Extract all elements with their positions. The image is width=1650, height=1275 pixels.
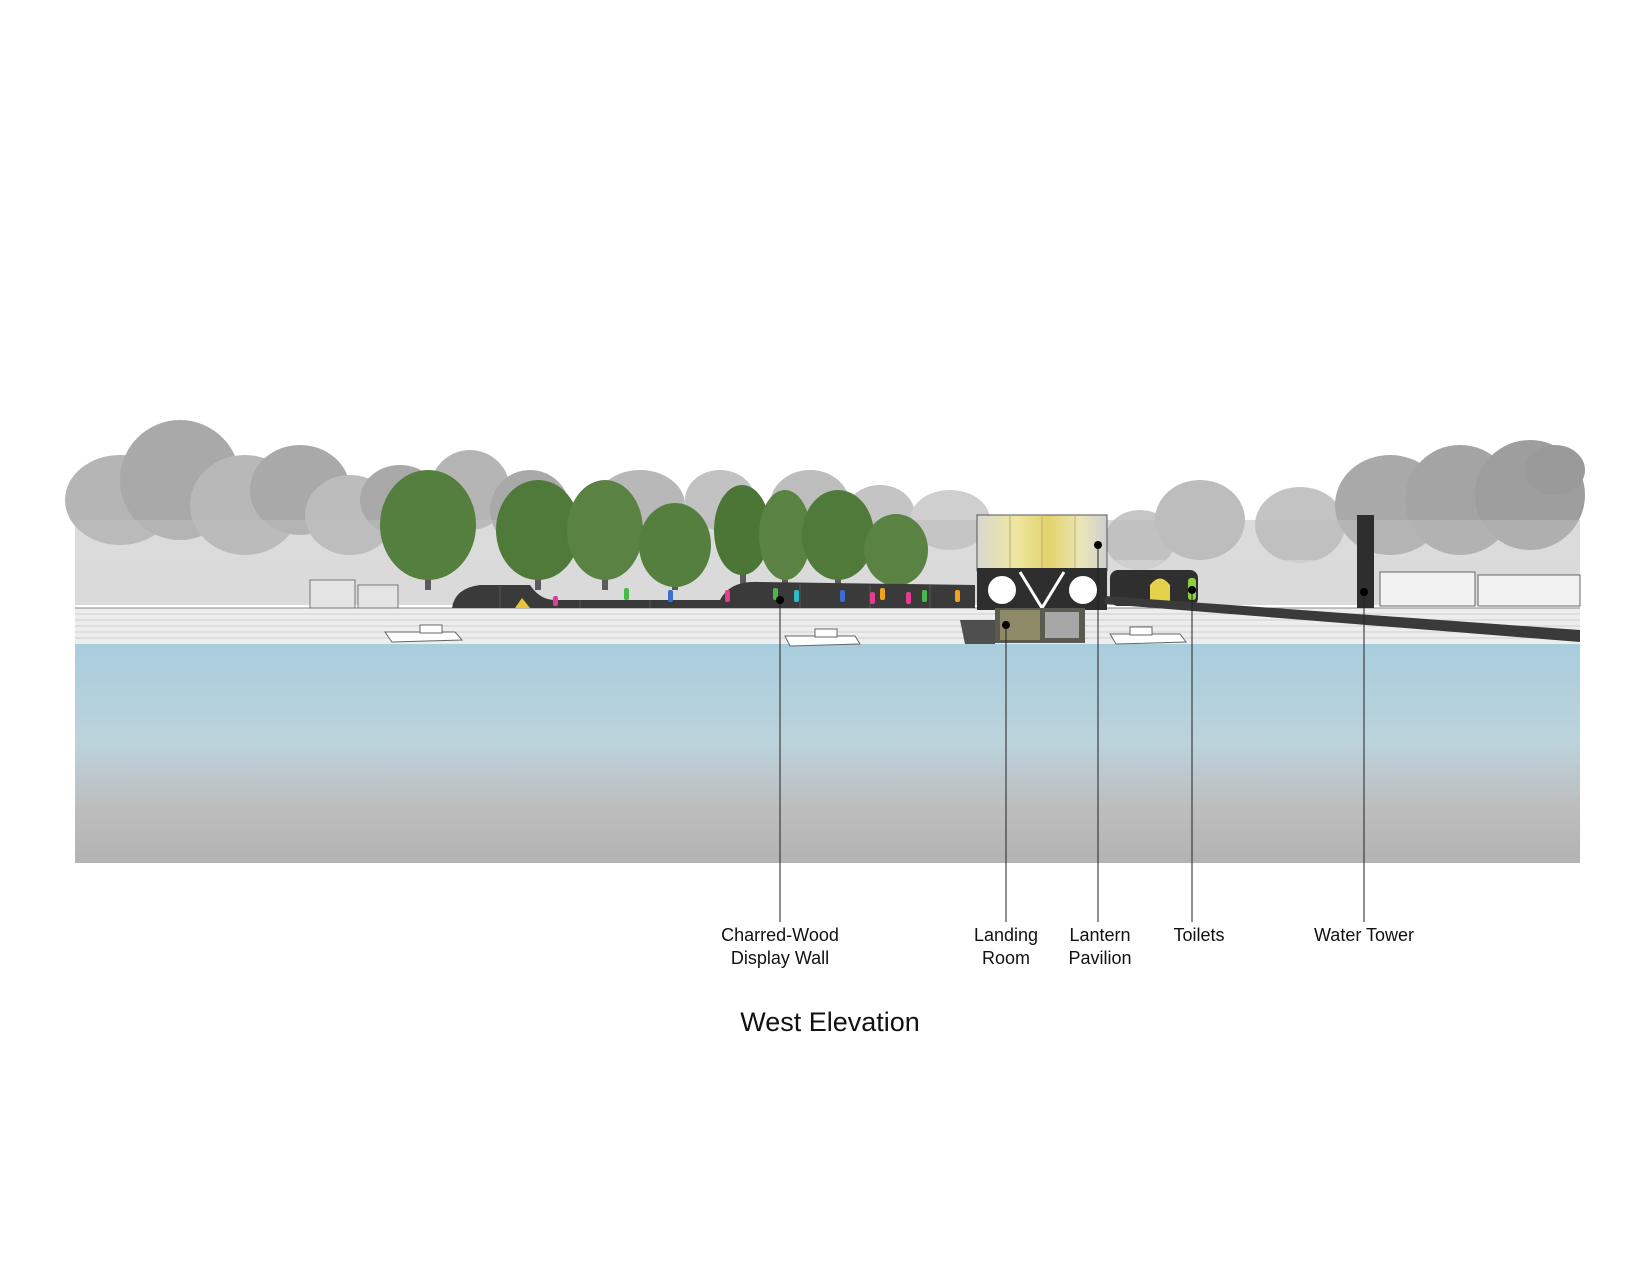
- river-water: [75, 644, 1580, 863]
- access-ramp: [1105, 596, 1580, 642]
- callout-landing-room: Landing Room: [974, 924, 1038, 970]
- callout-dots: [776, 541, 1368, 629]
- charred-wood-display-wall-drawing: [452, 581, 975, 608]
- landing-room-drawing: [960, 608, 1085, 644]
- callout-charred-wood-display-wall: Charred-Wood Display Wall: [721, 924, 839, 970]
- foreground-trees: [380, 470, 928, 590]
- boats: [384, 624, 1187, 647]
- callout-line: Display Wall: [730, 948, 830, 968]
- callout-leaders: [779, 545, 1365, 922]
- callout-line: Toilets: [1173, 925, 1225, 945]
- callout-line: Lantern: [1069, 925, 1131, 945]
- caravans: [309, 579, 399, 609]
- drawing-title: West Elevation: [740, 1007, 920, 1037]
- callout-line: Landing: [973, 925, 1039, 945]
- callout-toilets: Toilets: [1173, 924, 1224, 947]
- callout-line: Room: [981, 948, 1031, 968]
- callout-line: Pavilion: [1068, 948, 1132, 968]
- callout-line: Charred-Wood: [721, 925, 839, 945]
- callout-water-tower: Water Tower: [1314, 924, 1414, 947]
- water-tower-drawing: [1357, 515, 1374, 608]
- toilets-drawing: [1110, 570, 1198, 606]
- callout-line: Water Tower: [1313, 925, 1415, 945]
- train: [1379, 571, 1581, 607]
- lantern-pavilion-drawing: [976, 514, 1108, 611]
- callout-lantern-pavilion: Lantern Pavilion: [1068, 924, 1131, 970]
